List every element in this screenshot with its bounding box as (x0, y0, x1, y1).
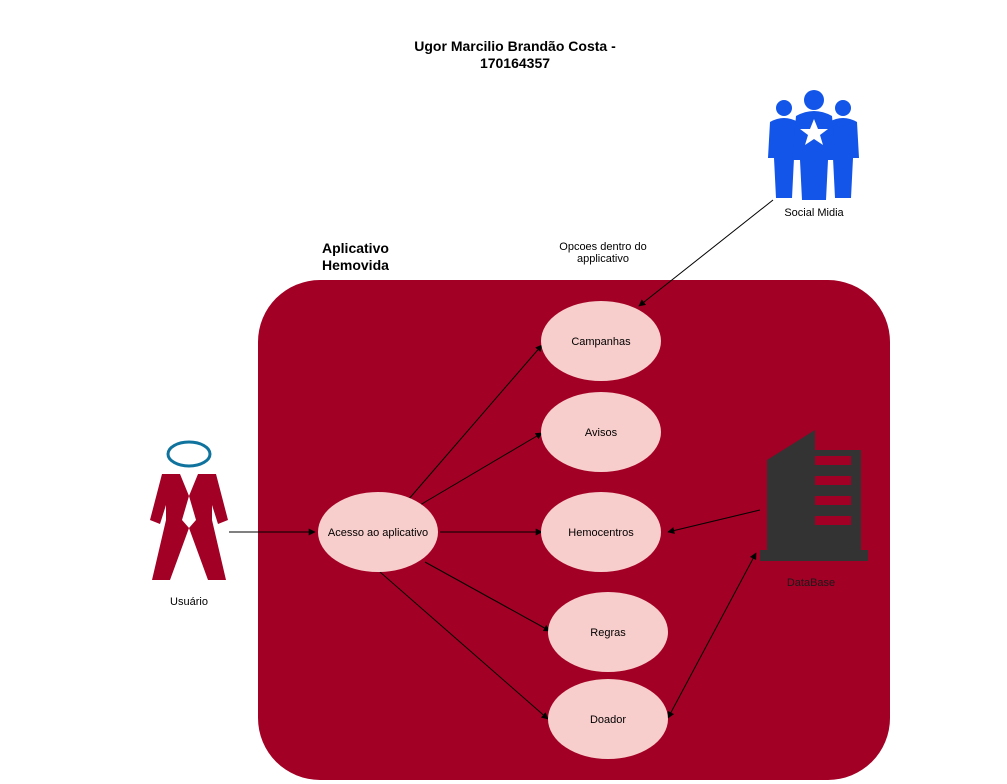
usecase-avisos[interactable]: Avisos (541, 392, 661, 472)
system-label: Aplicativo Hemovida (322, 240, 389, 273)
people-star-icon[interactable] (768, 90, 859, 200)
connectors (229, 199, 774, 720)
usecase-doador-label: Doador (590, 714, 626, 726)
edge-social-campanhas (638, 199, 774, 307)
edge-acesso-campanhas (407, 344, 543, 501)
usecase-campanhas[interactable]: Campanhas (541, 301, 661, 381)
options-label: Opcoes dentro do applicativo (559, 241, 647, 265)
building-icon[interactable] (760, 430, 868, 561)
usecase-campanhas-label: Campanhas (571, 336, 631, 348)
usecase-doador[interactable]: Doador (548, 679, 668, 759)
database-label: DataBase (786, 577, 836, 589)
diagram-title: Ugor Marcilio Brandão Costa - 170164357 (414, 38, 616, 71)
usecase-acesso[interactable]: Acesso ao aplicativo (318, 492, 438, 572)
usecase-avisos-label: Avisos (585, 427, 618, 439)
usecase-regras-label: Regras (590, 627, 626, 639)
usecase-acesso-label: Acesso ao aplicativo (328, 527, 428, 539)
edge-database-doador (667, 552, 757, 719)
social-label: Social Midia (784, 207, 844, 219)
edge-acesso-doador (379, 571, 549, 720)
usecase-regras[interactable]: Regras (548, 592, 668, 672)
user-label: Usuário (170, 596, 208, 608)
edge-database-hemocentros (667, 509, 761, 534)
usecase-hemocentros-label: Hemocentros (568, 527, 634, 539)
user-icon[interactable] (150, 440, 228, 580)
use-cases: Acesso ao aplicativo Campanhas Avisos He… (318, 301, 668, 759)
edge-acesso-avisos (419, 432, 543, 506)
edge-acesso-regras (424, 561, 551, 632)
usecase-hemocentros[interactable]: Hemocentros (541, 492, 661, 572)
